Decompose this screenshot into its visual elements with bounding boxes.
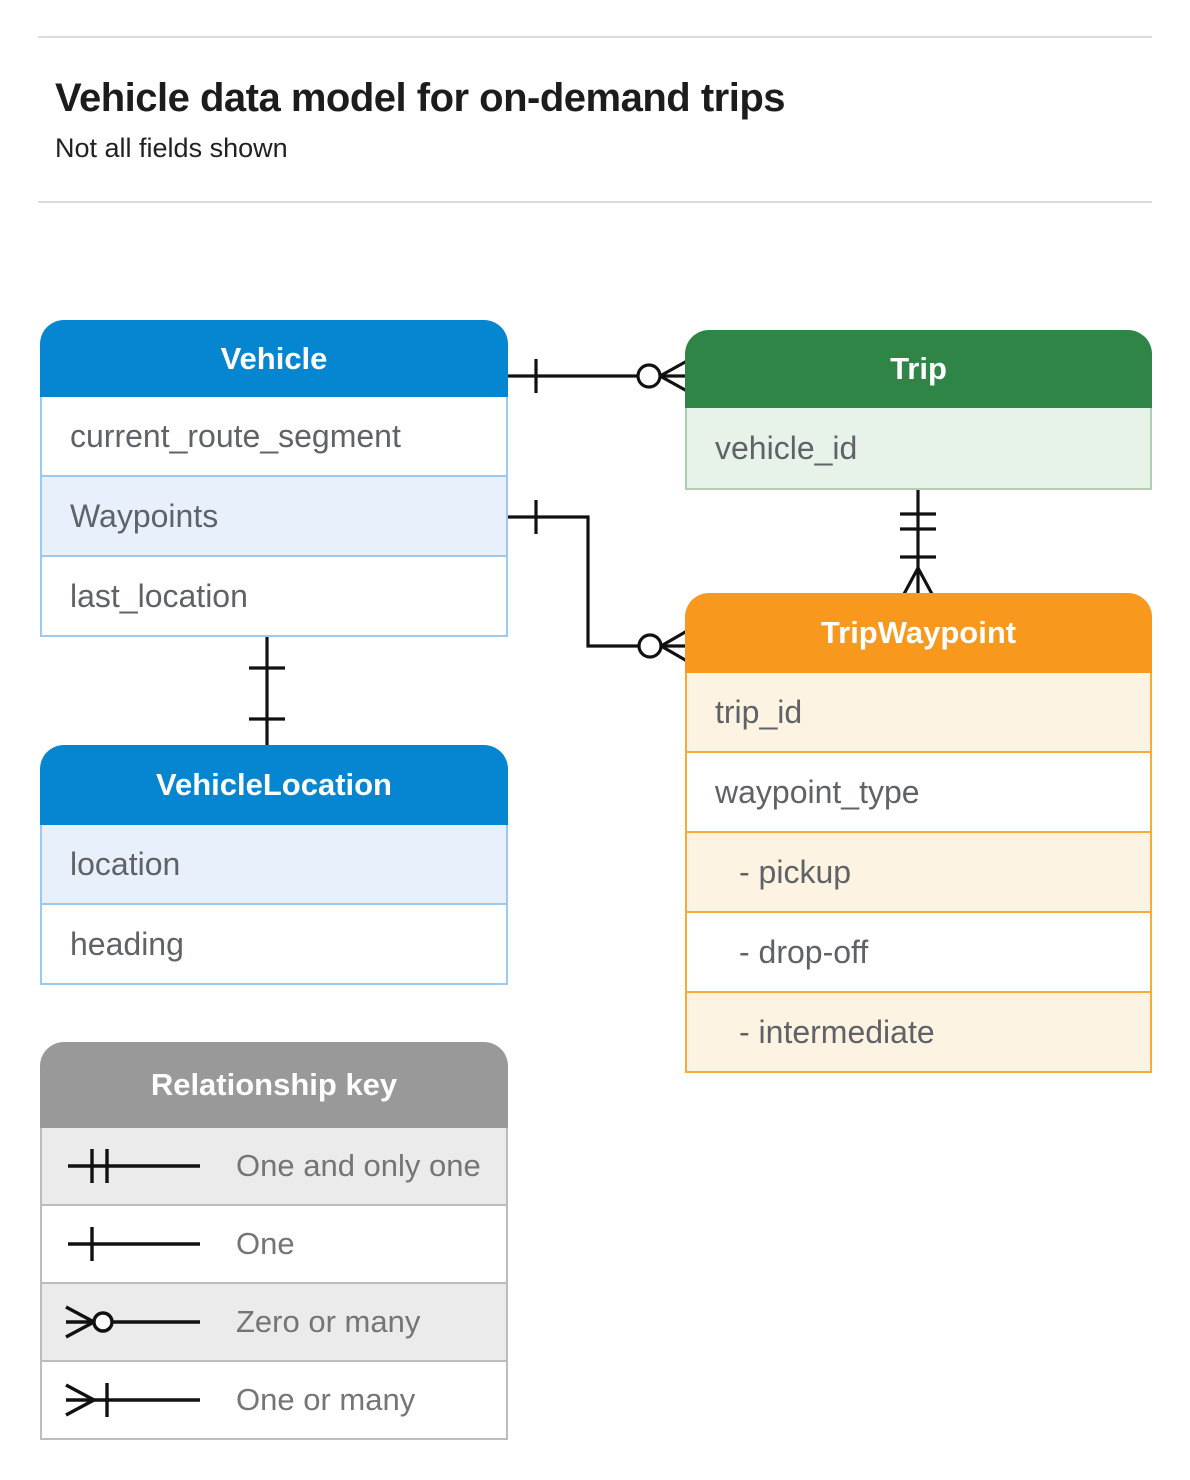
entity-trip-header: Trip: [685, 330, 1152, 408]
key-label: Zero or many: [236, 1304, 421, 1339]
connector-vehicle-vehiclelocation: [249, 637, 285, 745]
field-vehicle-id: vehicle_id: [685, 408, 1152, 490]
entity-vehicle-header: Vehicle: [40, 320, 508, 397]
field-drop-off: - drop-off: [685, 913, 1152, 993]
entity-vehiclelocation: VehicleLocation location heading: [40, 745, 508, 985]
connector-trip-tripwaypoint: [900, 490, 936, 595]
entity-tripwaypoint-header: TripWaypoint: [685, 593, 1152, 673]
relationship-key: Relationship key One and only one One: [40, 1042, 508, 1440]
field-intermediate: - intermediate: [685, 993, 1152, 1073]
one-or-many-symbol: [65, 1383, 200, 1417]
key-label: One: [236, 1226, 295, 1261]
key-label: One and only one: [236, 1148, 481, 1183]
zero-or-many-symbol: [65, 1305, 200, 1339]
field-waypoint-type: waypoint_type: [685, 753, 1152, 833]
field-heading: heading: [40, 905, 508, 985]
one-symbol: [68, 1227, 200, 1261]
entity-trip: Trip vehicle_id: [685, 330, 1152, 490]
page-title: Vehicle data model for on-demand trips: [55, 76, 786, 120]
field-pickup: - pickup: [685, 833, 1152, 913]
top-divider: [38, 36, 1152, 38]
entity-vehiclelocation-header: VehicleLocation: [40, 745, 508, 825]
connector-waypoints-tripwaypoint: [508, 500, 688, 663]
field-trip-id: trip_id: [685, 673, 1152, 753]
entity-vehicle: Vehicle current_route_segment Waypoints …: [40, 320, 508, 637]
connector-vehicle-trip: [508, 359, 688, 393]
page-subtitle: Not all fields shown: [55, 133, 288, 163]
key-row-zero-or-many: Zero or many: [40, 1284, 508, 1362]
key-row-one-and-only-one: One and only one: [40, 1128, 508, 1206]
field-current-route-segment: current_route_segment: [40, 397, 508, 477]
field-last-location: last_location: [40, 557, 508, 637]
field-waypoints: Waypoints: [40, 477, 508, 557]
header-divider: [38, 201, 1152, 203]
one-and-only-one-symbol: [68, 1149, 200, 1183]
field-location: location: [40, 825, 508, 905]
relationship-key-header: Relationship key: [40, 1042, 508, 1128]
entity-tripwaypoint: TripWaypoint trip_id waypoint_type - pic…: [685, 593, 1152, 1073]
key-row-one-or-many: One or many: [40, 1362, 508, 1440]
key-row-one: One: [40, 1206, 508, 1284]
key-label: One or many: [236, 1382, 416, 1417]
